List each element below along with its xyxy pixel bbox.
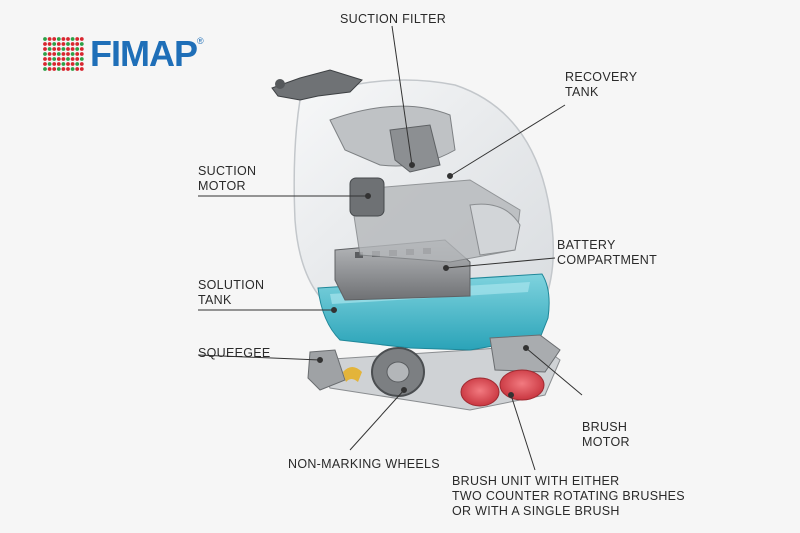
logo-dot — [43, 42, 47, 46]
logo-dot — [66, 52, 70, 56]
logo-dot — [56, 42, 61, 46]
logo-dot — [47, 42, 52, 46]
label-suction-motor: SUCTION MOTOR — [198, 164, 256, 194]
brush-right — [499, 369, 545, 401]
logo-dot — [47, 37, 52, 41]
logo-dot — [61, 57, 66, 61]
logo-dot — [75, 57, 80, 61]
label-battery-line1: BATTERY — [557, 238, 616, 252]
label-brush-unit: BRUSH UNIT WITH EITHER TWO COUNTER ROTAT… — [452, 474, 685, 519]
squeegee-yellow-part — [343, 367, 362, 382]
steering-handle — [271, 69, 363, 101]
logo-dot — [47, 52, 52, 56]
logo-dot — [79, 62, 84, 66]
logo-dot — [66, 57, 70, 61]
logo-dot — [56, 52, 61, 56]
logo-dot — [52, 52, 57, 56]
logo-dot — [52, 37, 57, 41]
logo-dot — [61, 37, 66, 41]
label-brush-motor-line2: MOTOR — [582, 435, 630, 449]
logo-dots-icon — [43, 37, 84, 71]
label-recovery-tank-line1: RECOVERY — [565, 70, 638, 84]
label-solution-tank-line2: TANK — [198, 293, 232, 307]
logo-dot — [43, 37, 47, 41]
wheel-hub — [386, 361, 410, 383]
label-battery-line2: COMPARTMENT — [557, 253, 658, 267]
logo-registered-mark: ® — [197, 36, 204, 46]
label-suction-motor-line1: SUCTION — [198, 164, 257, 178]
logo-dot — [70, 42, 75, 46]
logo-dot — [56, 37, 61, 41]
logo-dot — [52, 62, 57, 66]
logo-dot — [66, 67, 70, 71]
logo-dot — [66, 37, 70, 41]
logo-dot — [56, 57, 61, 61]
label-suction-motor-line2: MOTOR — [198, 179, 246, 193]
logo-dot — [47, 67, 52, 71]
label-recovery-tank: RECOVERY TANK — [565, 70, 637, 100]
logo-dot — [75, 47, 80, 51]
logo-dot — [52, 57, 57, 61]
label-non-marking-wheels: NON-MARKING WHEELS — [288, 457, 440, 471]
handle-knob — [275, 79, 285, 89]
logo-dot — [66, 42, 70, 46]
label-solution-tank-line1: SOLUTION — [198, 278, 265, 292]
logo-dot — [70, 52, 75, 56]
label-recovery-tank-line2: TANK — [565, 85, 599, 99]
logo-dot — [79, 52, 84, 56]
logo-dot — [43, 52, 47, 56]
logo-dot — [47, 62, 52, 66]
logo-dot — [52, 67, 57, 71]
logo-dot — [75, 62, 80, 66]
label-brush-unit-line2: TWO COUNTER ROTATING BRUSHES — [452, 489, 685, 503]
label-brush-motor: BRUSH MOTOR — [582, 420, 630, 450]
label-squeegee: SQUEEGEE — [198, 346, 271, 360]
logo-dot — [52, 47, 57, 51]
logo-dot — [61, 52, 66, 56]
label-suction-filter: SUCTION FILTER — [340, 12, 447, 26]
logo-dot — [70, 62, 75, 66]
suction-motor-part — [349, 177, 385, 217]
logo-dot — [43, 47, 47, 51]
logo-dot — [75, 42, 80, 46]
logo-dot — [43, 62, 47, 66]
logo-dot — [70, 67, 75, 71]
logo-dot — [56, 47, 61, 51]
logo-dot — [79, 42, 84, 46]
label-battery-compartment: BATTERY COMPARTMENT — [557, 238, 657, 268]
logo-dot — [43, 57, 47, 61]
logo-dot — [79, 47, 84, 51]
logo-dot — [61, 62, 66, 66]
logo-dot — [79, 37, 84, 41]
logo-dot — [47, 47, 52, 51]
logo-dot — [79, 57, 84, 61]
inner-tank-cover — [469, 203, 521, 256]
logo-wordmark: FIMAP — [90, 33, 198, 74]
logo-dot — [70, 37, 75, 41]
logo-dot — [75, 52, 80, 56]
label-brush-unit-line1: BRUSH UNIT WITH EITHER — [452, 474, 620, 488]
logo-dot — [61, 67, 66, 71]
logo-dot — [70, 47, 75, 51]
label-solution-tank: SOLUTION TANK — [198, 278, 264, 308]
brush-left — [460, 377, 500, 407]
logo-dot — [79, 67, 84, 71]
logo-dot — [75, 67, 80, 71]
logo-dot — [75, 37, 80, 41]
label-brush-unit-line3: OR WITH A SINGLE BRUSH — [452, 504, 620, 518]
logo-dot — [61, 47, 66, 51]
fimap-logo: FIMAP ® — [42, 34, 204, 74]
logo-dot — [47, 57, 52, 61]
logo-dot — [56, 62, 61, 66]
logo-dot — [66, 47, 70, 51]
logo-dot — [56, 67, 61, 71]
logo-dot — [61, 42, 66, 46]
logo-dot — [43, 67, 47, 71]
logo-dot — [70, 57, 75, 61]
label-brush-motor-line1: BRUSH — [582, 420, 628, 434]
logo-dot — [66, 62, 70, 66]
logo-dot — [52, 42, 57, 46]
